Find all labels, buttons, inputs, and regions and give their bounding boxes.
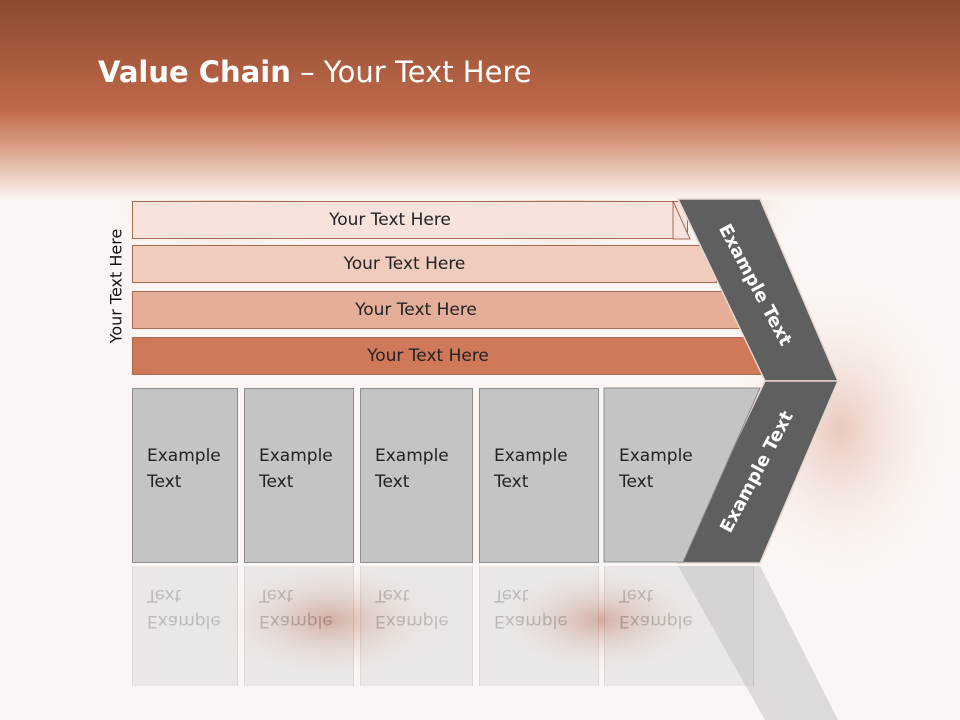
activity-box-2: Example Text (244, 388, 354, 563)
support-bar-3-label: Your Text Here (355, 300, 477, 320)
reflection-box-4-line1: Example (494, 611, 568, 631)
reflection-box-1-line1: Example (147, 611, 221, 631)
activity-box-3: Example Text (360, 388, 473, 563)
activity-box-3-line1: Example (375, 446, 449, 466)
support-bar-4-label: Your Text Here (367, 346, 489, 366)
reflection-box-4-line2: Text (494, 585, 529, 605)
boxes-reflection: Example Text Example Text Example Text E… (132, 566, 762, 686)
activity-box-2-line2: Text (259, 472, 294, 492)
support-bar-2-label: Your Text Here (343, 254, 466, 274)
activity-box-4: Example Text (479, 388, 599, 563)
reflection-box-2-line1: Example (259, 611, 333, 631)
reflection-box-4: Example Text (479, 566, 599, 686)
title-bold: Value Chain (98, 55, 291, 89)
activity-box-1-line2: Text (147, 472, 182, 492)
reflection-box-3-line1: Example (375, 611, 449, 631)
activity-box-3-line2: Text (375, 472, 410, 492)
activity-box-4-line2: Text (494, 472, 529, 492)
reflection-box-3: Example Text (360, 566, 473, 686)
activity-box-5-line2: Text (619, 472, 654, 492)
support-bar-1-label: Your Text Here (329, 210, 451, 230)
reflection-box-1-line2: Text (147, 585, 182, 605)
activity-box-4-line1: Example (494, 446, 568, 466)
page-title: Value Chain – Your Text Here (98, 55, 532, 89)
reflection-box-3-line2: Text (375, 585, 410, 605)
activity-box-5-line1: Example (619, 446, 693, 466)
reflection-box-5-line2: Text (619, 585, 654, 605)
support-bar-2: Your Text Here (132, 245, 717, 283)
activity-box-2-line1: Example (259, 446, 333, 466)
reflection-box-5-line1: Example (619, 611, 693, 631)
reflection-box-2: Example Text (244, 566, 354, 686)
activity-box-1: Example Text (132, 388, 238, 563)
reflection-box-2-line2: Text (259, 585, 294, 605)
side-label: Your Text Here (106, 228, 126, 344)
activity-box-5: Example Text (604, 388, 693, 563)
title-rest: – Your Text Here (290, 55, 532, 89)
support-bar-4: Your Text Here (132, 337, 764, 375)
reflection-box-5: Example Text (604, 566, 754, 686)
support-bar-1: Your Text Here (132, 201, 688, 239)
activity-box-1-line1: Example (147, 446, 221, 466)
reflection-box-1: Example Text (132, 566, 238, 686)
support-bar-3: Your Text Here (132, 291, 740, 329)
